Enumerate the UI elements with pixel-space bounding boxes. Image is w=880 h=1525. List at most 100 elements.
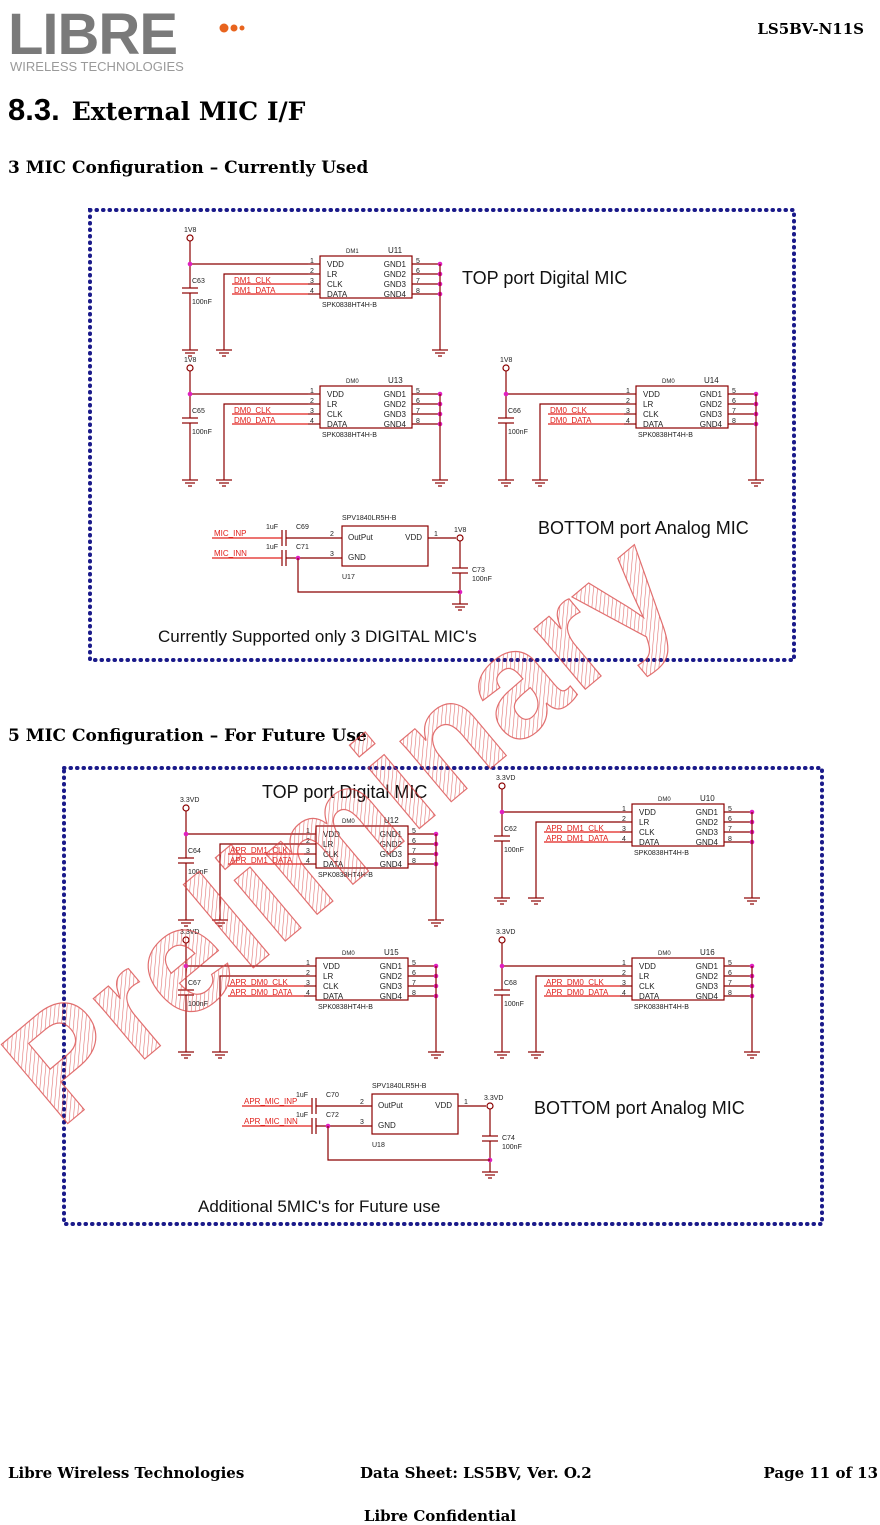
dotted-frame xyxy=(62,766,824,1226)
mic-pin-number: 2 xyxy=(622,816,626,823)
capacitor-ref: C72 xyxy=(326,1112,339,1119)
capacitor-value: 100nF xyxy=(192,299,212,306)
mic-pin-name: DATA xyxy=(323,860,344,869)
capacitor-ref: C67 xyxy=(188,980,201,987)
mic-pin-number: 3 xyxy=(306,980,310,987)
mic-pin-number: 8 xyxy=(416,288,420,295)
mic-chip-body xyxy=(635,385,729,429)
mic-pin-name: GND2 xyxy=(696,818,719,827)
mic-pin-name: LR xyxy=(327,400,337,409)
capacitor-ref: C73 xyxy=(472,567,485,574)
analog-pin-name: VDD xyxy=(435,1101,452,1110)
mic-pin-name: GND1 xyxy=(380,830,403,839)
heading-3mic: 3 MIC Configuration – Currently Used xyxy=(8,158,369,178)
analog-pin-name: GND xyxy=(348,553,366,562)
logo-dot-2 xyxy=(230,24,238,32)
dotted-frame xyxy=(88,208,796,662)
supply-label: 1V8 xyxy=(184,227,197,234)
mic-pin-name: GND3 xyxy=(384,280,407,289)
mic-pin-number: 6 xyxy=(728,816,732,823)
mic-pin-name: CLK xyxy=(327,410,343,419)
junction-node xyxy=(499,963,505,969)
analog-pin-number: 3 xyxy=(330,551,334,558)
mic-pin-number: 8 xyxy=(412,858,416,865)
lr-to-ground xyxy=(223,273,308,342)
mic-pin-number: 5 xyxy=(728,806,732,813)
mic-pin-number: 3 xyxy=(310,278,314,285)
analog-mic-part: SPV1840LR5H-B xyxy=(342,515,397,522)
mic-part-number: SPK0838HT4H-B xyxy=(638,432,693,439)
capacitor-value: 100nF xyxy=(504,847,524,854)
mic-pin-number: 2 xyxy=(306,838,310,845)
mic-pin-number: 1 xyxy=(310,258,314,265)
mic-pin-name: GND4 xyxy=(696,992,719,1001)
mic-bus-label: DM0 xyxy=(658,951,671,957)
mic-pin-name: VDD xyxy=(639,808,656,817)
mic-pin-name: LR xyxy=(639,972,649,981)
mic-bus-label: DM0 xyxy=(342,819,355,825)
gnd-return xyxy=(327,1126,490,1161)
mic-chip-body xyxy=(315,825,409,869)
net-label-clk: DM0_CLK xyxy=(550,406,588,415)
mic-pin-name: VDD xyxy=(327,390,344,399)
mic-pin-number: 5 xyxy=(732,388,736,395)
analog-pin-number: 2 xyxy=(330,531,334,538)
logo-wordmark: LIBRE xyxy=(8,2,177,67)
mic-pin-name: GND1 xyxy=(384,390,407,399)
mic-ref: U14 xyxy=(704,376,719,385)
mic-pin-number: 6 xyxy=(412,970,416,977)
mic-pin-number: 5 xyxy=(416,388,420,395)
junction-node xyxy=(183,963,189,969)
bottom-port-label: BOTTOM port Analog MIC xyxy=(534,1098,745,1118)
mic-pin-name: LR xyxy=(639,818,649,827)
net-label-inp: MIC_INP xyxy=(214,529,246,538)
mic-pin-number: 5 xyxy=(412,828,416,835)
mic-pin-number: 8 xyxy=(412,990,416,997)
mic-pin-name: VDD xyxy=(323,830,340,839)
mic-pin-name: LR xyxy=(323,972,333,981)
net-label-data: APR_DM0_DATA xyxy=(546,988,609,997)
mic-pin-name: DATA xyxy=(327,290,348,299)
bottom-port-label: BOTTOM port Analog MIC xyxy=(538,518,749,538)
mic-bus-label: DM0 xyxy=(658,797,671,803)
mic-chip-body xyxy=(631,957,725,1001)
mic-pin-name: DATA xyxy=(639,838,660,847)
mic-pin-number: 5 xyxy=(412,960,416,967)
mic-part-number: SPK0838HT4H-B xyxy=(318,872,373,879)
section-title: 8.3.External MIC I/F xyxy=(8,92,305,128)
lr-to-ground xyxy=(223,403,308,472)
analog-mic-ref: U18 xyxy=(372,1142,385,1149)
analog-pin-name: VDD xyxy=(405,533,422,542)
schematic-caption: Additional 5MIC's for Future use xyxy=(198,1197,440,1216)
mic-chip-body xyxy=(315,957,409,1001)
lr-to-ground xyxy=(535,975,620,1044)
capacitor-value: 100nF xyxy=(188,869,208,876)
mic-pin-name: CLK xyxy=(323,850,339,859)
mic-pin-number: 5 xyxy=(728,960,732,967)
net-label-clk: APR_DM0_CLK xyxy=(546,978,604,987)
mic-pin-name: GND4 xyxy=(700,420,723,429)
supply-label: 3.3VD xyxy=(180,929,199,936)
analog-pin-name: OutPut xyxy=(378,1101,404,1110)
mic-pin-name: GND4 xyxy=(380,992,403,1001)
mic-ref: U10 xyxy=(700,794,715,803)
mic-pin-name: GND4 xyxy=(384,290,407,299)
mic-pin-name: GND2 xyxy=(696,972,719,981)
analog-pin-number: 1 xyxy=(464,1099,468,1106)
capacitor-ref: C64 xyxy=(188,848,201,855)
mic-pin-number: 3 xyxy=(306,848,310,855)
section-name: External MIC I/F xyxy=(71,97,306,126)
mic-pin-name: GND1 xyxy=(380,962,403,971)
mic-pin-name: GND2 xyxy=(700,400,723,409)
heading-5mic: 5 MIC Configuration – For Future Use xyxy=(8,726,367,746)
mic-pin-name: GND4 xyxy=(380,860,403,869)
net-label-data: APR_DM0_DATA xyxy=(230,988,293,997)
mic-pin-number: 1 xyxy=(306,960,310,967)
mic-pin-number: 6 xyxy=(412,838,416,845)
mic-bus-label: DM0 xyxy=(342,951,355,957)
logo-tagline: WIRELESS TECHNOLOGIES xyxy=(10,59,184,74)
mic-ref: U13 xyxy=(388,376,403,385)
mic-ref: U12 xyxy=(384,816,399,825)
capacitor-ref: C74 xyxy=(502,1135,515,1142)
mic-pin-number: 8 xyxy=(728,990,732,997)
